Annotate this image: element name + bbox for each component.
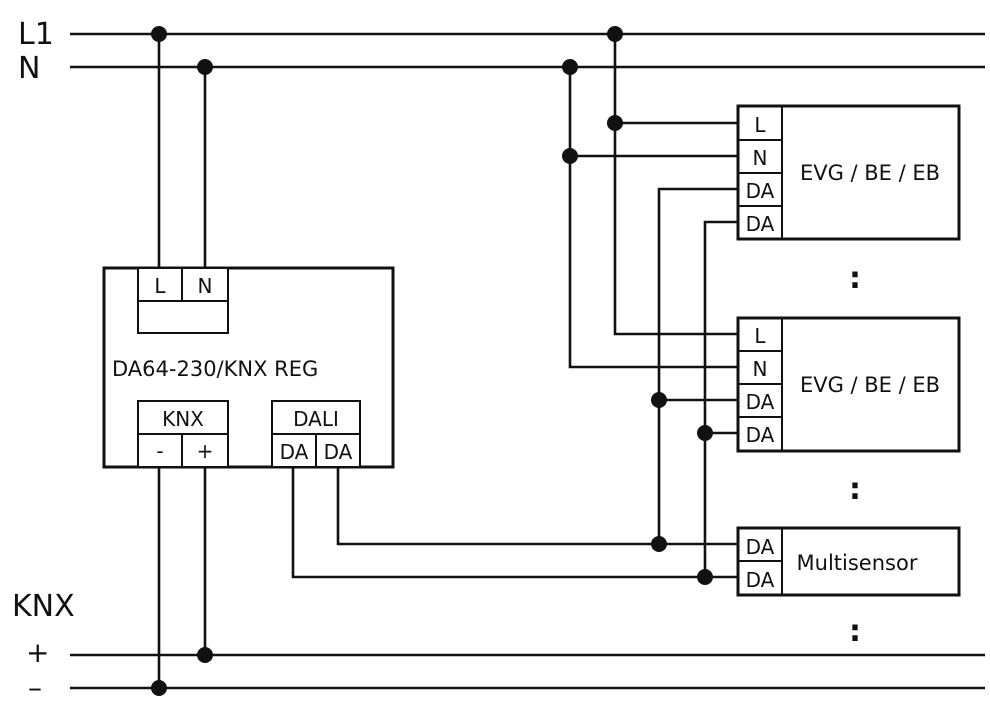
gateway-name: DA64-230/KNX REG — [112, 357, 318, 381]
knx-plus-terminal: + — [197, 439, 214, 463]
continuation-mark: : — [849, 261, 861, 296]
junction-dot — [562, 59, 578, 75]
junction-dot — [151, 26, 167, 42]
junction-dot — [151, 680, 167, 696]
ballast-device: L N DA DA EVG / BE / EB — [736, 316, 961, 453]
junction-dot — [651, 392, 667, 408]
gateway-l-terminal: L — [154, 274, 166, 298]
knx-minus-label: – — [28, 671, 42, 704]
junction-dot — [197, 647, 213, 663]
dali-header: DALI — [293, 407, 339, 431]
continuation-mark: : — [849, 472, 861, 507]
junction-dot — [697, 425, 713, 441]
multisensor-device: DA DA Multisensor — [736, 526, 961, 597]
junction-dot — [607, 26, 623, 42]
ballast-terminal-da: DA — [746, 423, 775, 447]
ballast-device: L N DA DA EVG / BE / EB — [736, 104, 961, 241]
ballast-name: EVG / BE / EB — [800, 373, 940, 397]
dali-bus-wire-1 — [336, 187, 738, 546]
l1-rail-label: L1 — [18, 17, 54, 52]
ballast-name: EVG / BE / EB — [800, 161, 940, 185]
knx-minus-terminal: - — [156, 439, 163, 463]
dali-terminal-1: DA — [280, 440, 309, 464]
multisensor-name: Multisensor — [797, 551, 918, 575]
ballast-terminal-da: DA — [746, 179, 775, 203]
ballast-n-wire — [568, 67, 738, 369]
ballast-terminal-l: L — [754, 324, 766, 348]
junction-dot — [651, 536, 667, 552]
multisensor-terminal-da: DA — [746, 568, 775, 592]
ballast-terminal-da: DA — [746, 212, 775, 236]
junction-dot — [697, 569, 713, 585]
ballast-l-wire — [613, 34, 738, 336]
n-rail-label: N — [18, 51, 40, 86]
junction-dot — [607, 115, 623, 131]
ballast-terminal-da: DA — [746, 390, 775, 414]
ballast-terminal-l: L — [754, 113, 766, 137]
knx-plus-label: + — [26, 636, 49, 669]
dali-terminal-2: DA — [324, 440, 353, 464]
knx-header: KNX — [162, 407, 204, 431]
gateway-n-terminal: N — [198, 274, 213, 298]
junction-dot — [562, 148, 578, 164]
multisensor-terminal-da: DA — [746, 535, 775, 559]
continuation-mark: : — [849, 614, 861, 649]
knx-bus-label: KNX — [12, 589, 75, 624]
ballast-terminal-n: N — [753, 357, 768, 381]
junction-dot — [197, 59, 213, 75]
ballast-terminal-n: N — [753, 146, 768, 170]
gateway-device: L N DA64-230/KNX REG KNX - + DALI DA DA — [102, 266, 395, 469]
